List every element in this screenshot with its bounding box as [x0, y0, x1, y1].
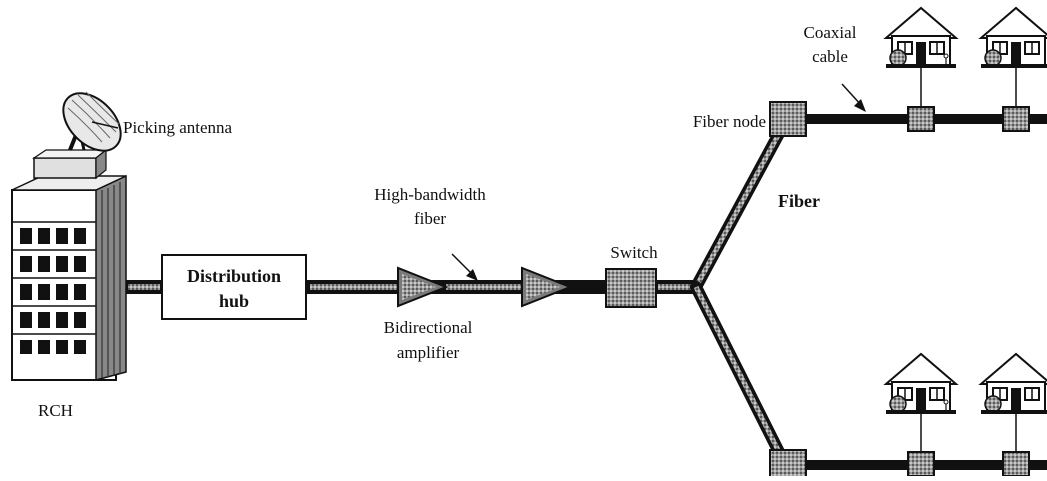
fiber-node-top — [769, 101, 807, 137]
coax-label-line1: Coaxial — [804, 23, 857, 42]
amplifier-left — [397, 266, 449, 308]
fiber-node-label: Fiber node — [693, 112, 766, 131]
tap-bottom-1 — [907, 412, 935, 477]
coax-pointer-arrow — [841, 83, 866, 112]
switch-box — [605, 268, 657, 308]
hub-label-line1: Distribution — [187, 266, 281, 286]
rch-building — [11, 148, 127, 381]
distribution-hub — [161, 254, 307, 320]
fiber-top-label-line1: High-bandwidth — [374, 185, 486, 204]
fiber-label: Fiber — [778, 191, 820, 211]
coax-label-line2: cable — [812, 47, 848, 66]
satellite-dish-icon — [62, 91, 122, 152]
fiber-branches — [690, 122, 788, 464]
rch-label: RCH — [38, 401, 73, 420]
tap-bottom-2 — [1002, 412, 1030, 477]
amplifier-label-line1: Bidirectional — [384, 318, 473, 337]
hub-label-line2: hub — [219, 291, 249, 311]
amplifier-label-line2: amplifier — [397, 343, 460, 362]
fiber-pointer-arrow — [451, 253, 478, 281]
house-icon — [978, 352, 1047, 414]
antenna-label: Picking antenna — [123, 118, 233, 137]
house-icon — [883, 6, 959, 68]
house-icon — [978, 6, 1047, 68]
fiber-node-bottom — [769, 449, 807, 481]
tap-top-1 — [907, 66, 935, 132]
tap-top-2 — [1002, 66, 1030, 132]
amplifier-right — [521, 266, 573, 308]
switch-label: Switch — [610, 243, 658, 262]
house-icon — [883, 352, 959, 414]
fiber-top-label-line2: fiber — [414, 209, 446, 228]
